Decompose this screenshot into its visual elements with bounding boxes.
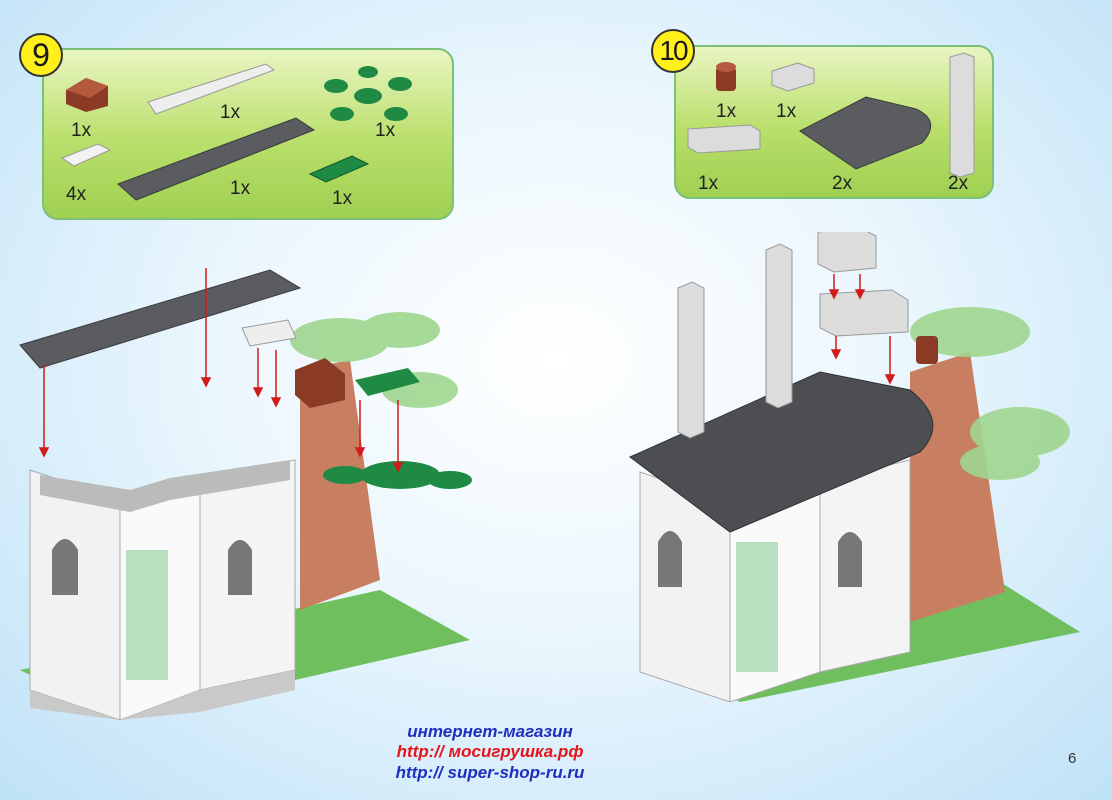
light-gray-tile-1x2 — [60, 143, 112, 167]
qty-tile-1x6: 1x — [220, 102, 241, 123]
qty-tile-1x2: 4x — [66, 184, 87, 205]
step-9-assembly-illustration — [19, 268, 472, 720]
qty-green-plate: 1x — [332, 188, 353, 209]
light-gray-pillar — [949, 52, 975, 177]
brown-slope-brick — [66, 78, 108, 112]
dark-gray-round-plate — [799, 96, 932, 170]
qty-brick-1x4: 1x — [698, 173, 719, 194]
step-number-10: 10 — [651, 29, 695, 73]
step-10-parts-box: 1x 1x 1x 2x 2x — [674, 45, 994, 199]
step-9-parts-box: 1x 1x 1x 4x 1x 1x — [42, 48, 454, 220]
qty-leaf: 1x — [375, 120, 396, 141]
qty-red-round: 1x — [716, 101, 737, 122]
qty-round-plate: 2x — [832, 173, 853, 194]
shop-url-1[interactable]: http:// мосигрушка.рф — [396, 742, 584, 761]
qty-long-plate: 1x — [230, 178, 251, 199]
light-gray-tile-1x6 — [147, 63, 276, 115]
light-gray-brick-1x2 — [771, 62, 815, 92]
step-number-9: 9 — [19, 33, 63, 77]
qty-brick-1x2: 1x — [776, 101, 797, 122]
green-leaf-plate — [324, 66, 412, 121]
light-gray-brick-1x4 — [687, 124, 761, 154]
dark-gray-plate-2x12 — [117, 117, 316, 201]
qty-pillar: 2x — [948, 173, 969, 194]
step-10-assembly-illustration — [629, 232, 1080, 702]
page-number: 6 — [1068, 750, 1077, 767]
red-round-brick — [716, 62, 736, 91]
shop-url-2[interactable]: http:// super-shop-ru.ru — [395, 763, 585, 782]
shop-caption: интернет-магазин — [407, 722, 573, 741]
qty-brown-slope: 1x — [71, 120, 92, 141]
green-plate-1x3 — [308, 155, 370, 183]
